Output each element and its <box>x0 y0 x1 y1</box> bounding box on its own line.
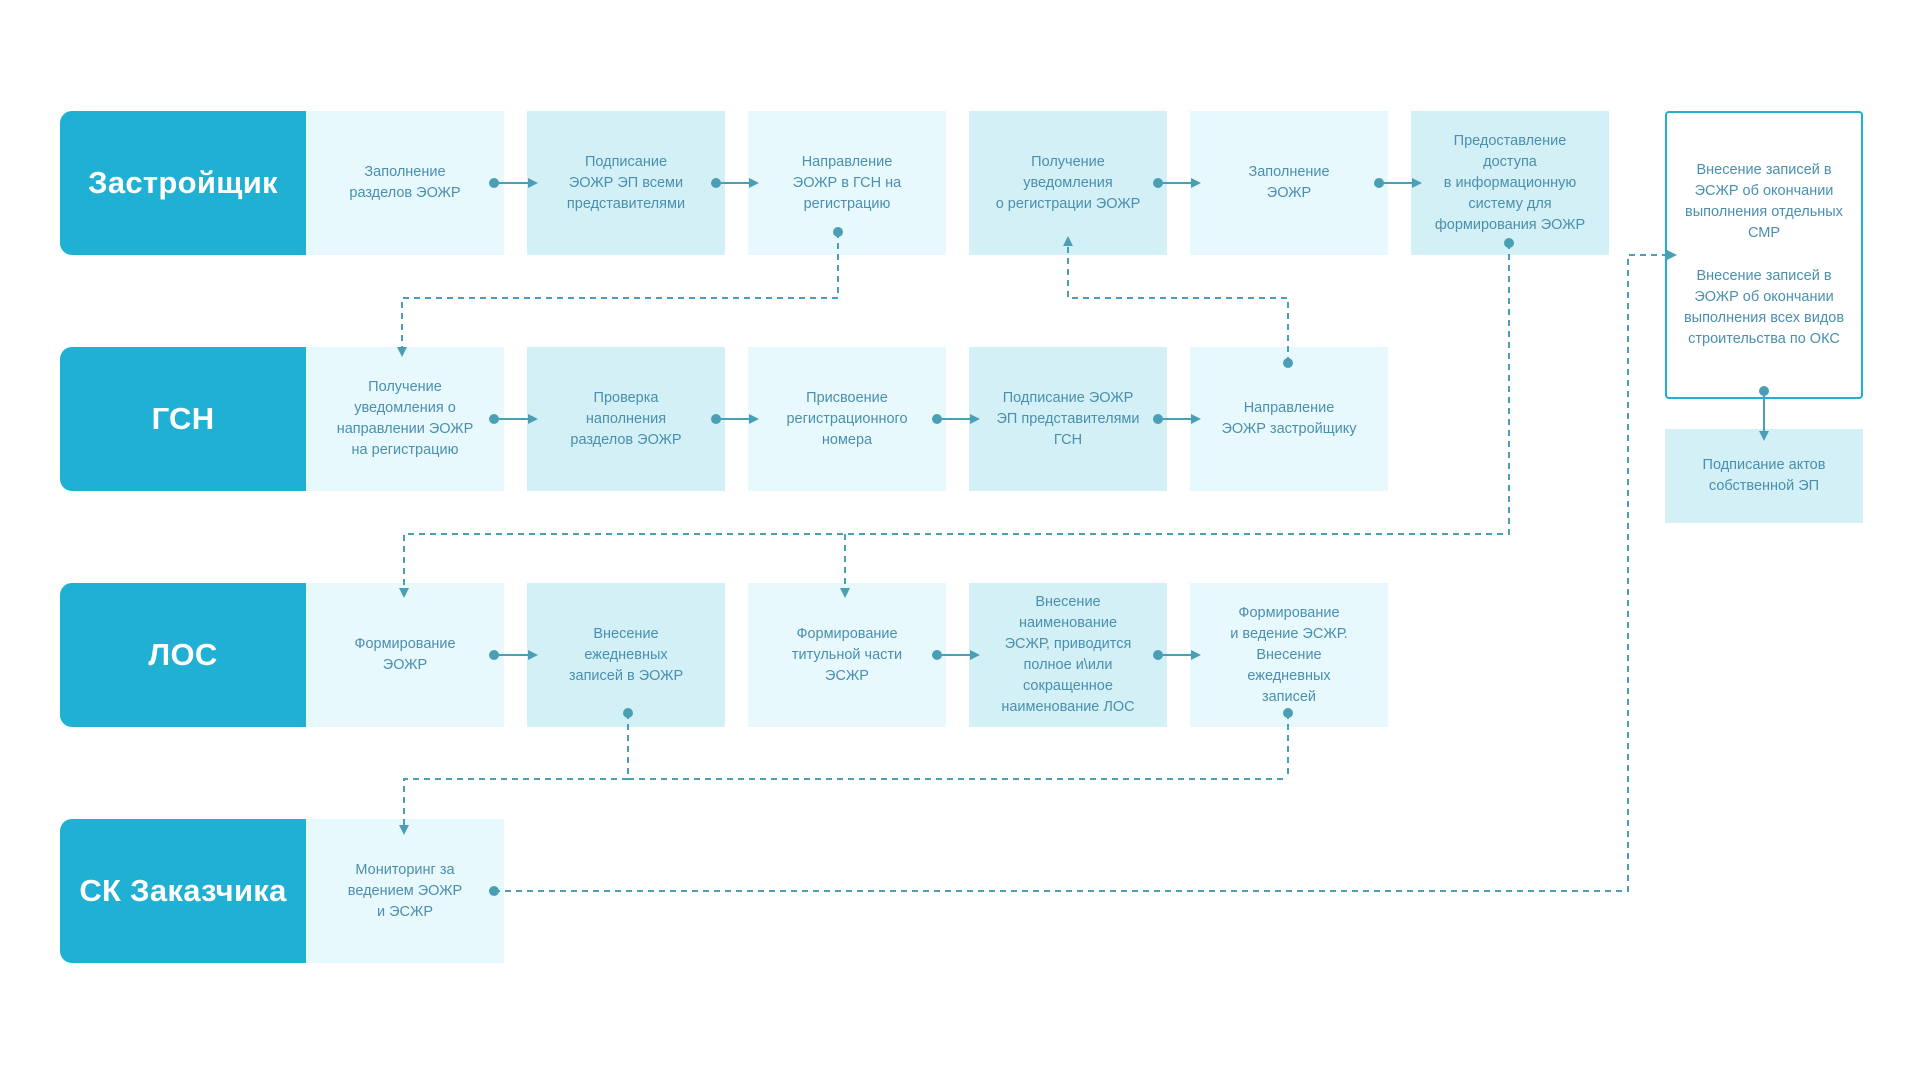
dash-sk-to-side <box>494 250 1677 892</box>
los-step-form-eozhr: Формирование ЭОЖР <box>306 583 504 727</box>
sk-step-monitoring: Мониторинг за ведением ЭОЖР и ЭСЖР <box>306 819 504 963</box>
dot <box>1504 238 1514 248</box>
dot <box>1374 178 1384 188</box>
los-step-esjr-daily: Формирование и ведение ЭСЖР. Внесение еж… <box>1190 583 1388 727</box>
los-step-name-entry: Внесение наименование ЭСЖР, приводится п… <box>969 583 1167 727</box>
dot <box>489 650 499 660</box>
gsn-step-assign-number: Присвоение регистрационного номера <box>748 347 946 491</box>
dev-step-sign-all: Подписание ЭОЖР ЭП всеми представителями <box>527 111 725 255</box>
dev-step-grant-access: Предоставление доступа в информационную … <box>1411 111 1609 255</box>
side-record-all: Внесение записей в ЭОЖР об окончании вып… <box>1683 268 1845 347</box>
dev-step-receive-registration: Получение уведомления о регистрации ЭОЖР <box>969 111 1167 255</box>
side-sign-acts: Подписание актов собственной ЭП <box>1665 429 1863 523</box>
dash-dev-to-los-1 <box>399 243 1510 598</box>
lane-gsn: ГСН <box>60 347 306 491</box>
dot <box>1283 358 1293 368</box>
lane-sk: СК Заказчика <box>60 819 306 963</box>
los-step-daily-records: Внесение ежедневных записей в ЭОЖР <box>527 583 725 727</box>
dot <box>489 886 499 896</box>
lane-developer: Застройщик <box>60 111 306 255</box>
gsn-step-sign: Подписание ЭОЖР ЭП представителями ГСН <box>969 347 1167 491</box>
dot <box>932 650 942 660</box>
dev-step-fill-eozhr: Заполнение ЭОЖР <box>1190 111 1388 255</box>
dot <box>1153 178 1163 188</box>
dot <box>623 708 633 718</box>
dot <box>489 414 499 424</box>
lane-los: ЛОС <box>60 583 306 727</box>
dot <box>1153 650 1163 660</box>
side-record-partial: Внесение записей в ЭСЖР об окончании вып… <box>1685 162 1843 241</box>
side-records-box: Внесение записей в ЭСЖР об окончании вып… <box>1665 111 1863 399</box>
dot <box>932 414 942 424</box>
gsn-step-send-to-developer: Направление ЭОЖР застройщику <box>1190 347 1388 491</box>
dot <box>1153 414 1163 424</box>
dot <box>711 414 721 424</box>
dash-gsn-to-dev <box>1063 236 1289 363</box>
dev-step-send-to-gsn: Направление ЭОЖР в ГСН на регистрацию <box>748 111 946 255</box>
dash-los-to-sk <box>399 713 629 835</box>
dot <box>489 178 499 188</box>
dot <box>1759 386 1769 396</box>
dev-step-fill-sections: Заполнение разделов ЭОЖР <box>306 111 504 255</box>
los-step-title-part: Формирование титульной части ЭСЖР <box>748 583 946 727</box>
dot <box>1283 708 1293 718</box>
gsn-step-check-sections: Проверка наполнения разделов ЭОЖР <box>527 347 725 491</box>
dash-dev-to-gsn <box>397 232 839 357</box>
dot <box>833 227 843 237</box>
gsn-step-receive-notice: Получение уведомления о направлении ЭОЖР… <box>306 347 504 491</box>
dot <box>711 178 721 188</box>
